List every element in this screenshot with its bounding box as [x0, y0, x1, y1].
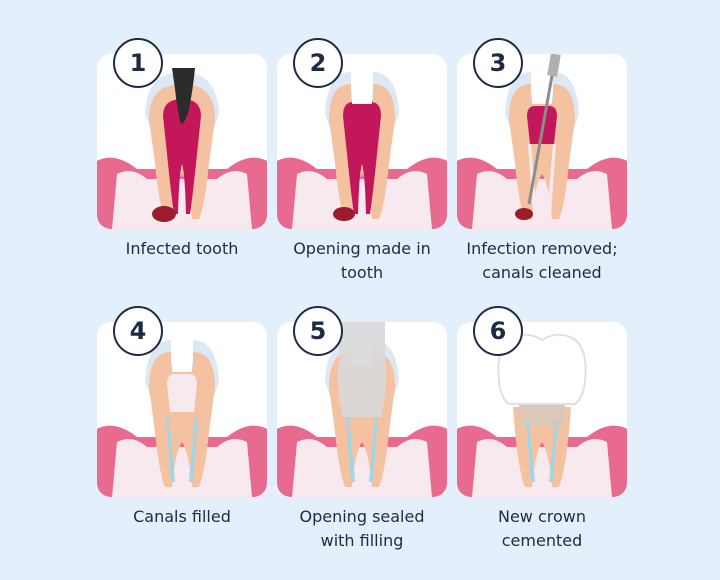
step-3-caption-line2: canals cleaned [482, 263, 602, 282]
step-5-caption-line1: Opening sealed [299, 507, 425, 526]
step-5-caption: Opening sealed with filling [257, 505, 467, 553]
step-2-caption-line2: tooth [340, 263, 384, 282]
step-2-number: 2 [293, 38, 343, 88]
crowned-tooth-icon [457, 333, 627, 497]
step-1-card [97, 54, 267, 229]
step-1-caption: Infected tooth [77, 237, 287, 261]
step-4-number: 4 [113, 306, 163, 356]
step-6-caption-line2: cemented [501, 531, 583, 550]
step-5-number: 5 [293, 306, 343, 356]
step-1-number: 1 [113, 38, 163, 88]
step-6-caption: New crown cemented [437, 505, 647, 553]
step-2-caption-line1: Opening made in [293, 239, 431, 258]
step-1-caption-line1: Infected tooth [125, 239, 239, 258]
step-4-caption-line1: Canals filled [133, 507, 231, 526]
step-3-number: 3 [473, 38, 523, 88]
step-6-caption-line1: New crown [497, 507, 587, 526]
infected-tooth-icon [97, 68, 267, 229]
step-4-caption: Canals filled [77, 505, 287, 529]
sealed-tooth-icon [277, 322, 447, 497]
step-2-caption: Opening made in tooth [257, 237, 467, 285]
step-3-caption: Infection removed; canals cleaned [437, 237, 647, 285]
step-5-caption-line2: with filling [320, 531, 404, 550]
opened-tooth-icon [277, 54, 447, 229]
filled-canals-icon [97, 322, 267, 497]
dental-file-icon [527, 54, 561, 205]
step-3-caption-line1: Infection removed; [466, 239, 618, 258]
step-6-number: 6 [473, 306, 523, 356]
cleaning-tooth-icon [457, 54, 627, 229]
